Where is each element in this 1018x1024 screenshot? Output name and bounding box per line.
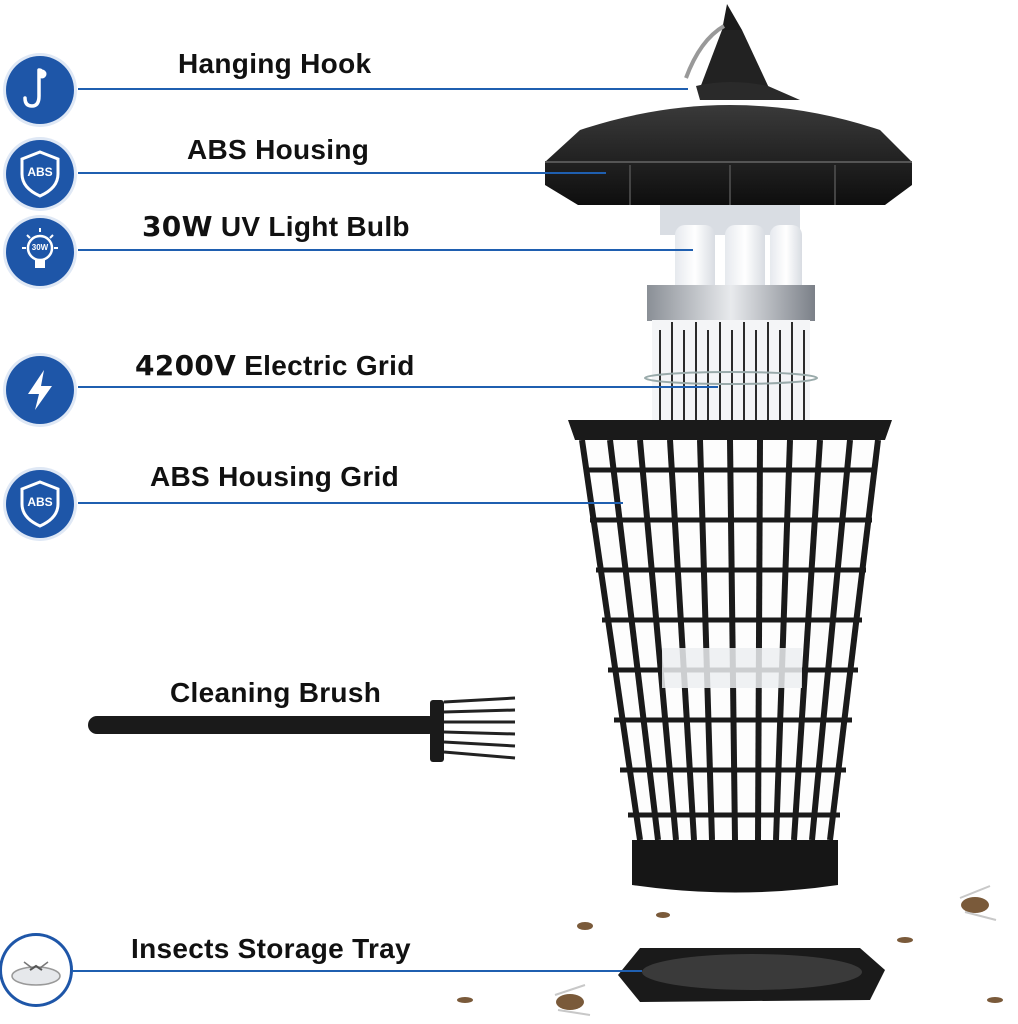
label-grid-voltage: 4200V bbox=[135, 349, 237, 382]
hanging-hook bbox=[684, 4, 770, 90]
abs-housing bbox=[545, 82, 912, 205]
cleaning-brush bbox=[88, 696, 516, 762]
leader-line-hook bbox=[78, 88, 688, 90]
insects-storage-tray bbox=[618, 948, 885, 1002]
label-abs-housing-grid: ABS Housing Grid bbox=[150, 461, 400, 492]
abs-housing-grid bbox=[568, 420, 892, 893]
hook-icon bbox=[6, 56, 74, 124]
electric-grid bbox=[644, 285, 818, 440]
leader-line-housing bbox=[78, 172, 606, 174]
watt-badge-text: 30W bbox=[31, 243, 49, 252]
label-uv-watt: 30W bbox=[142, 210, 213, 243]
abs-badge-text: ABS bbox=[27, 165, 53, 179]
leader-line-housing-grid bbox=[78, 502, 623, 504]
abs-shield-icon: ABS bbox=[6, 470, 74, 538]
leader-line-grid bbox=[78, 386, 718, 388]
label-electric-grid: 4200V Electric Grid bbox=[135, 349, 415, 382]
leader-line-bulb bbox=[78, 249, 693, 251]
abs-badge-text: ABS bbox=[27, 495, 53, 509]
dead-insects bbox=[457, 885, 1003, 1016]
insect-tray-icon bbox=[2, 936, 70, 1004]
label-uv-light-bulb: 30W UV Light Bulb bbox=[142, 210, 410, 243]
label-insects-storage-tray: Insects Storage Tray bbox=[131, 933, 411, 964]
lightning-icon bbox=[6, 356, 74, 424]
label-uv-text: UV Light Bulb bbox=[212, 211, 410, 242]
label-grid-text: Electric Grid bbox=[236, 350, 415, 381]
label-cleaning-brush: Cleaning Brush bbox=[170, 677, 382, 708]
label-abs-housing: ABS Housing bbox=[187, 134, 370, 165]
label-hanging-hook: Hanging Hook bbox=[178, 48, 372, 79]
abs-shield-icon: ABS bbox=[6, 140, 74, 208]
bulb-icon: 30W bbox=[6, 218, 74, 286]
leader-line-tray bbox=[72, 970, 642, 972]
